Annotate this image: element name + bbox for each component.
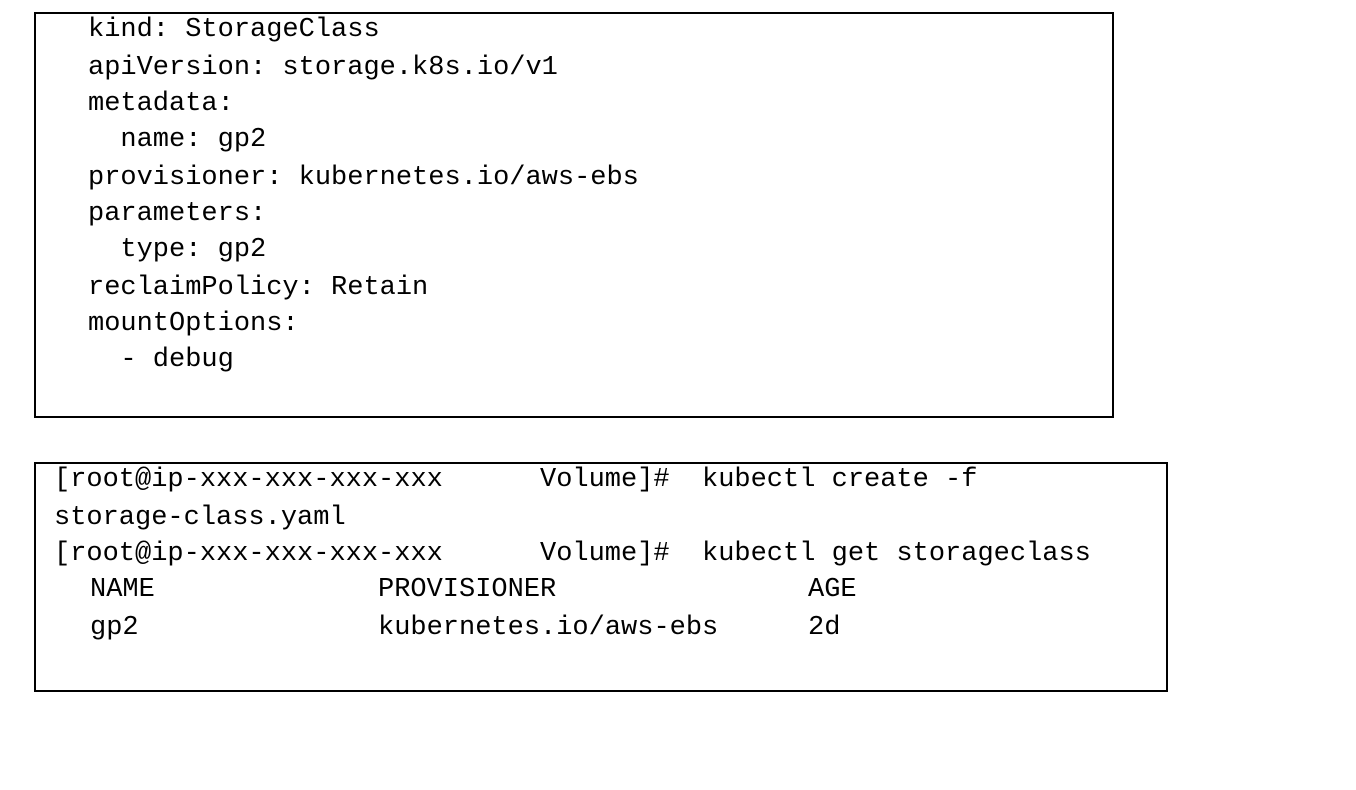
yaml-line-metadata: metadata: bbox=[88, 89, 234, 119]
table-header-row: NAME PROVISIONER AGE bbox=[90, 572, 1090, 608]
yaml-code-block: kind: StorageClass apiVersion: storage.k… bbox=[34, 12, 1114, 418]
terminal-output-block: [root@ip-xxx-xxx-xxx-xxx Volume]# kubect… bbox=[34, 462, 1168, 692]
terminal-command-create: [root@ip-xxx-xxx-xxx-xxx Volume]# kubect… bbox=[54, 462, 1154, 498]
storageclass-age: 2d bbox=[808, 613, 841, 643]
yaml-line-debug: - debug bbox=[88, 345, 234, 375]
yaml-line-provisioner: provisioner: kubernetes.io/aws-ebs bbox=[88, 163, 639, 193]
column-header-provisioner: PROVISIONER bbox=[378, 575, 557, 605]
create-command: kubectl create -f bbox=[702, 465, 978, 495]
table-row: gp2 kubernetes.io/aws-ebs 2d bbox=[90, 610, 1090, 646]
yaml-line-name: name: gp2 bbox=[88, 125, 267, 155]
terminal-command-get: [root@ip-xxx-xxx-xxx-xxx Volume]# kubect… bbox=[54, 536, 1154, 572]
shell-prompt: [root@ip-xxx-xxx-xxx-xxx bbox=[54, 465, 443, 495]
shell-prompt: [root@ip-xxx-xxx-xxx-xxx bbox=[54, 539, 443, 569]
storageclass-name: gp2 bbox=[90, 613, 139, 643]
column-header-name: NAME bbox=[90, 575, 155, 605]
create-command-continued: storage-class.yaml bbox=[54, 503, 346, 533]
yaml-line-apiversion: apiVersion: storage.k8s.io/v1 bbox=[88, 53, 558, 83]
shell-directory: Volume]# bbox=[540, 539, 670, 569]
yaml-line-reclaim-policy: reclaimPolicy: Retain bbox=[88, 273, 429, 303]
yaml-line-type: type: gp2 bbox=[88, 235, 267, 265]
column-header-age: AGE bbox=[808, 575, 857, 605]
yaml-line-kind: kind: StorageClass bbox=[88, 15, 380, 45]
get-command: kubectl get storageclass bbox=[702, 539, 1091, 569]
storageclass-provisioner: kubernetes.io/aws-ebs bbox=[378, 613, 719, 643]
yaml-line-parameters: parameters: bbox=[88, 199, 267, 229]
yaml-line-mount-options: mountOptions: bbox=[88, 309, 299, 339]
shell-directory: Volume]# bbox=[540, 465, 670, 495]
